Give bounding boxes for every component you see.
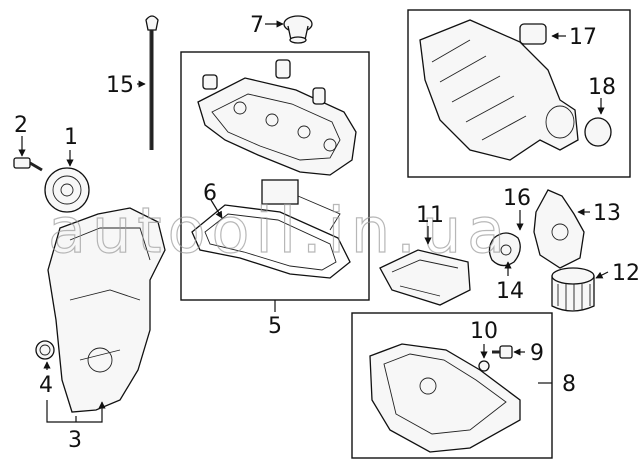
callout-2: 2 (14, 113, 28, 138)
callout-14: 14 (496, 279, 524, 304)
callout-7: 7 (250, 13, 264, 38)
pulley-bolt (13, 157, 43, 172)
watermark: autooil.in.ua (48, 194, 511, 267)
callout-1: 1 (64, 125, 78, 150)
crankshaft-pulley (44, 167, 90, 213)
callout-11: 11 (416, 203, 444, 228)
callout-13: 13 (593, 201, 621, 226)
callout-5: 5 (268, 314, 282, 339)
callout-10: 10 (470, 319, 498, 344)
callout-6: 6 (203, 181, 217, 206)
oil-filter-housing (533, 189, 585, 269)
callout-4: 4 (39, 373, 53, 398)
callout-18: 18 (588, 75, 616, 100)
oil-pan (369, 343, 521, 453)
oil-filter (551, 267, 595, 312)
leader-lines (18, 20, 609, 423)
callout-15: 15 (106, 73, 134, 98)
oil-filler-cap (283, 15, 313, 44)
oil-pan-group-frame (351, 312, 553, 459)
timing-chain-cover (47, 207, 166, 413)
callout-16: 16 (503, 186, 531, 211)
front-oil-seal (35, 340, 55, 360)
intake-manifold-group-frame (407, 9, 631, 178)
callout-8: 8 (562, 372, 576, 397)
callout-17: 17 (569, 25, 597, 50)
filter-housing-gasket (488, 232, 521, 267)
oil-dipstick (145, 15, 159, 150)
oil-pump-assembly (379, 249, 471, 306)
drain-plug (492, 345, 513, 359)
valve-cover (197, 59, 357, 176)
callout-12: 12 (612, 261, 640, 286)
valve-cover-gasket (191, 179, 351, 279)
callout-labels: 1 2 3 4 5 6 7 8 9 10 11 12 13 14 15 16 1… (14, 13, 640, 453)
drain-plug-washer (478, 360, 490, 372)
intake-manifold (419, 19, 612, 161)
callout-9: 9 (530, 341, 544, 366)
callout-3: 3 (68, 428, 82, 453)
